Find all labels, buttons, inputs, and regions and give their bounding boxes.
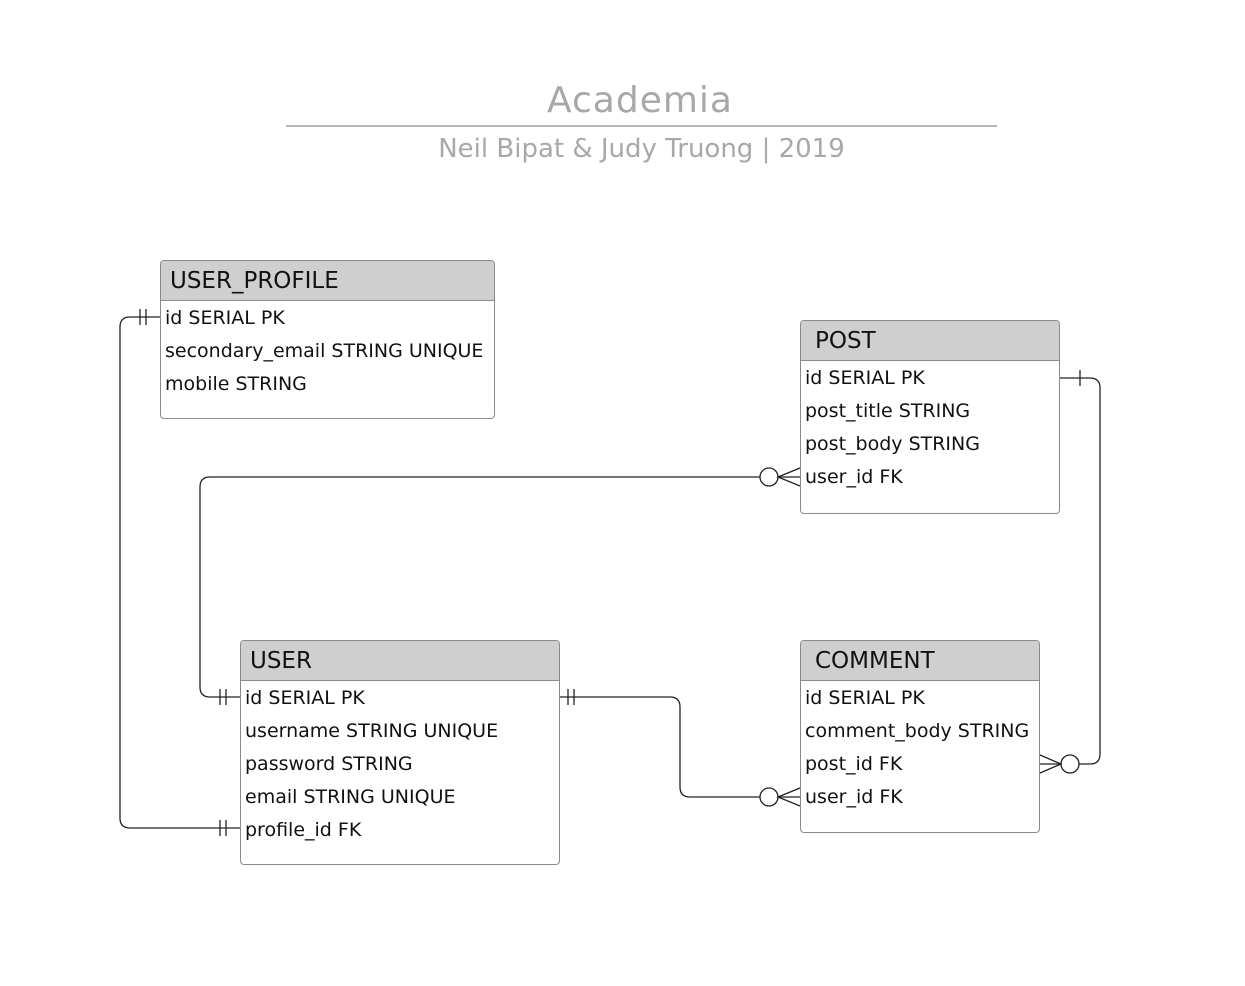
title-divider — [286, 125, 997, 127]
zero-mark — [759, 467, 779, 487]
relationship-user-to-comment — [560, 689, 801, 807]
field-comment-id: id SERIAL PK — [805, 687, 925, 709]
entity-user-profile[interactable]: USER_PROFILE id SERIAL PK secondary_emai… — [160, 260, 495, 419]
field-comment-post-id: post_id FK — [805, 753, 903, 775]
entity-fields-user-profile: id SERIAL PK secondary_email STRING UNIQ… — [161, 301, 494, 402]
field-user-id: id SERIAL PK — [245, 687, 365, 709]
zero-mark — [759, 787, 779, 807]
entity-comment[interactable]: COMMENT id SERIAL PK comment_body STRING… — [800, 640, 1040, 833]
diagram-subtitle: Neil Bipat & Judy Truong | 2019 — [438, 134, 845, 164]
entity-user[interactable]: USER id SERIAL PK username STRING UNIQUE… — [240, 640, 560, 865]
field-post-user-id: user_id FK — [805, 466, 903, 488]
field-comment-user-id: user_id FK — [805, 786, 903, 808]
field-user-password: password STRING — [245, 753, 413, 775]
field-user-profile-id-fk: profile_id FK — [245, 819, 362, 841]
entity-post[interactable]: POST id SERIAL PK post_title STRING post… — [800, 320, 1060, 514]
field-post-title: post_title STRING — [805, 400, 971, 422]
entity-fields-comment: id SERIAL PK comment_body STRING post_id… — [801, 681, 1039, 815]
entity-header-user: USER — [241, 641, 559, 681]
relationship-user-profile-to-user — [119, 309, 240, 836]
diagram-title: Academia — [547, 80, 733, 121]
field-user-profile-mobile: mobile STRING — [165, 373, 307, 395]
entity-header-post: POST — [801, 321, 1059, 361]
field-user-profile-id: id SERIAL PK — [165, 307, 285, 329]
field-user-username: username STRING UNIQUE — [245, 720, 499, 742]
zero-mark — [1060, 754, 1080, 774]
relationship-user-to-post — [199, 467, 801, 705]
field-post-body: post_body STRING — [805, 433, 980, 455]
field-user-profile-secondary-email: secondary_email STRING UNIQUE — [165, 340, 484, 362]
entity-header-comment: COMMENT — [801, 641, 1039, 681]
relationship-post-to-comment — [1039, 370, 1101, 774]
field-comment-body: comment_body STRING — [805, 720, 1030, 742]
field-post-id: id SERIAL PK — [805, 367, 925, 389]
field-user-email: email STRING UNIQUE — [245, 786, 456, 808]
entity-fields-user: id SERIAL PK username STRING UNIQUE pass… — [241, 681, 559, 848]
entity-fields-post: id SERIAL PK post_title STRING post_body… — [801, 361, 1059, 495]
entity-header-user-profile: USER_PROFILE — [161, 261, 494, 301]
